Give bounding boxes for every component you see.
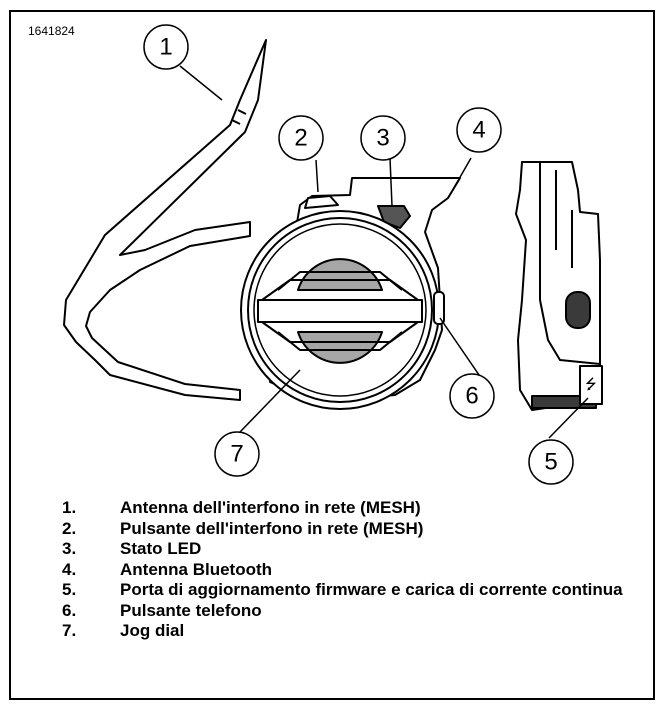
legend-item-4: 4. Antenna Bluetooth [62,560,642,581]
legend-item-6: 6. Pulsante telefono [62,601,642,622]
legend-num: 4. [62,559,77,579]
side-button [565,291,591,329]
legend-item-5: 5. Porta di aggiornamento firmware e cari… [62,580,642,601]
legend-num: 6. [62,600,77,620]
legend-text: Porta di aggiornamento firmware e carica… [120,580,623,599]
legend-item-2: 2. Pulsante dell'interfono in rete (MESH) [62,519,642,540]
legend-text: Pulsante telefono [120,600,262,620]
callout-3: 3 [376,125,389,152]
usb-icon: ⭍ [585,377,597,393]
callout-4: 4 [472,117,485,144]
legend-num: 1. [62,498,77,517]
callout-2: 2 [294,125,307,152]
usb-port [579,365,603,405]
legend-item-1: 1. Antenna dell'interfono in rete (MESH) [62,498,642,519]
legend-text: Pulsante dell'interfono in rete (MESH) [120,518,424,538]
callout-6: 6 [465,383,478,410]
callout-1: 1 [159,34,172,61]
legend-num: 3. [62,539,77,558]
mesh-antenna [63,39,267,401]
side-view-device [515,161,601,411]
legend-text: Antenna dell'interfono in rete (MESH) [120,498,421,517]
phone-button [433,291,445,325]
legend-list: 1.Antenna dell'interfono in rete (MESH) … [62,498,642,642]
legend-text: Jog dial [120,621,185,640]
legend-text: Stato LED [120,539,202,558]
callout-7: 7 [230,441,243,468]
mesh-button [304,195,339,209]
legend-text: Antenna Bluetooth [120,559,273,579]
legend-item-3: 3. Stato LED [62,539,642,560]
legend-num: 7. [62,621,77,640]
figure-id: 1641824 [28,24,75,38]
legend-num: 2. [62,518,77,538]
callout-5: 5 [544,449,557,476]
legend-num: 5. [62,580,77,599]
legend-item-7: 7. Jog dial [62,621,642,642]
